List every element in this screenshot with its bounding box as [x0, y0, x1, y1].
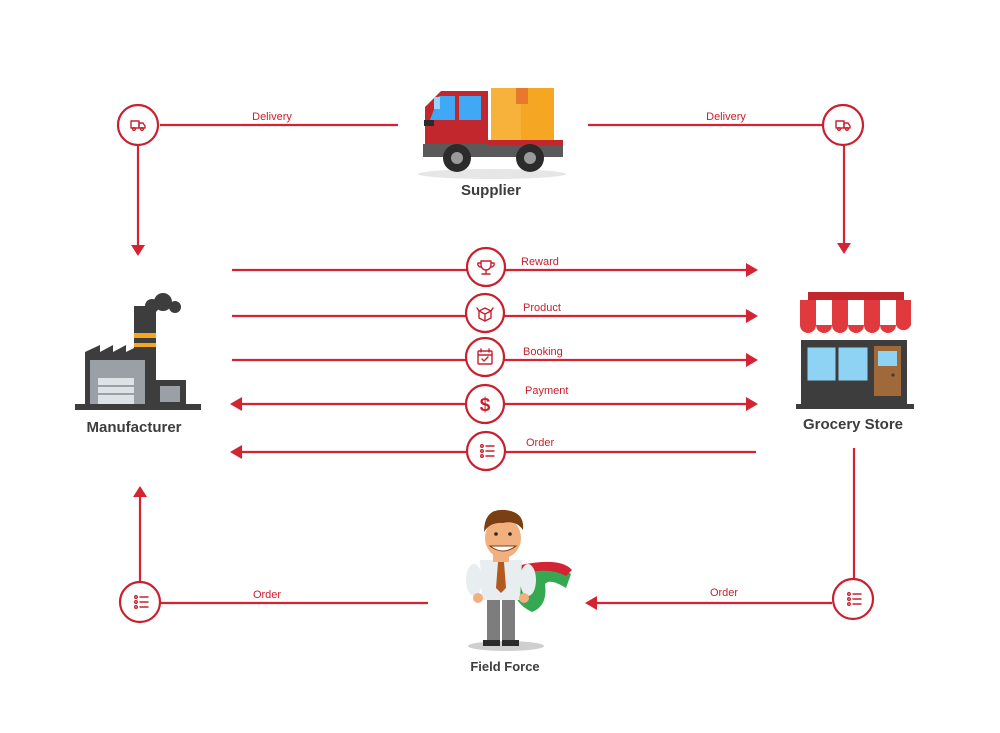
- supplier-truck-illustration: [418, 88, 566, 179]
- manufacturer-factory-illustration: [75, 293, 201, 410]
- booking-label: Booking: [523, 346, 563, 358]
- delivery-badge-left: [116, 103, 160, 147]
- order-center-label: Order: [526, 437, 554, 449]
- payment-arrow-left: [230, 397, 242, 411]
- box-icon: [476, 307, 494, 322]
- manufacturer-label: Manufacturer: [86, 419, 181, 436]
- field-force-label: Field Force: [470, 659, 539, 674]
- list-icon: [133, 595, 149, 609]
- delivery-right-label: Delivery: [706, 111, 746, 123]
- order-bottom-right-arrow: [585, 596, 597, 610]
- booking-arrow: [746, 353, 758, 367]
- order-center-badge: [465, 430, 507, 472]
- arrow-down-manufacturer: [131, 245, 145, 256]
- field-force-character-illustration: [466, 509, 572, 651]
- product-arrow: [746, 309, 758, 323]
- supplier-label: Supplier: [461, 182, 521, 199]
- order-bottom-right-label: Order: [710, 587, 738, 599]
- arrow-down-grocery: [837, 243, 851, 254]
- delivery-badge-right: [821, 103, 865, 147]
- grocery-store-illustration: [796, 292, 914, 409]
- list-icon: [480, 444, 495, 458]
- product-badge: [464, 292, 506, 334]
- order-badge-bottom-left: [118, 580, 162, 624]
- reward-badge: [465, 246, 507, 288]
- booking-badge: [464, 336, 506, 378]
- reward-arrow: [746, 263, 758, 277]
- payment-label: Payment: [525, 385, 568, 397]
- order-center-arrow: [230, 445, 242, 459]
- reward-label: Reward: [521, 256, 559, 268]
- list-icon: [847, 592, 862, 606]
- arrow-up-manufacturer: [133, 486, 147, 497]
- order-badge-bottom-right: [831, 577, 875, 621]
- delivery-left-label: Delivery: [252, 111, 292, 123]
- grocery-store-label: Grocery Store: [803, 416, 903, 433]
- dollar-icon: $: [480, 395, 491, 416]
- trophy-icon: [477, 260, 495, 275]
- calendar-check-icon: [477, 348, 493, 365]
- payment-badge: $: [464, 383, 506, 425]
- order-bottom-left-label: Order: [253, 589, 281, 601]
- product-label: Product: [523, 302, 561, 314]
- payment-arrow-right: [746, 397, 758, 411]
